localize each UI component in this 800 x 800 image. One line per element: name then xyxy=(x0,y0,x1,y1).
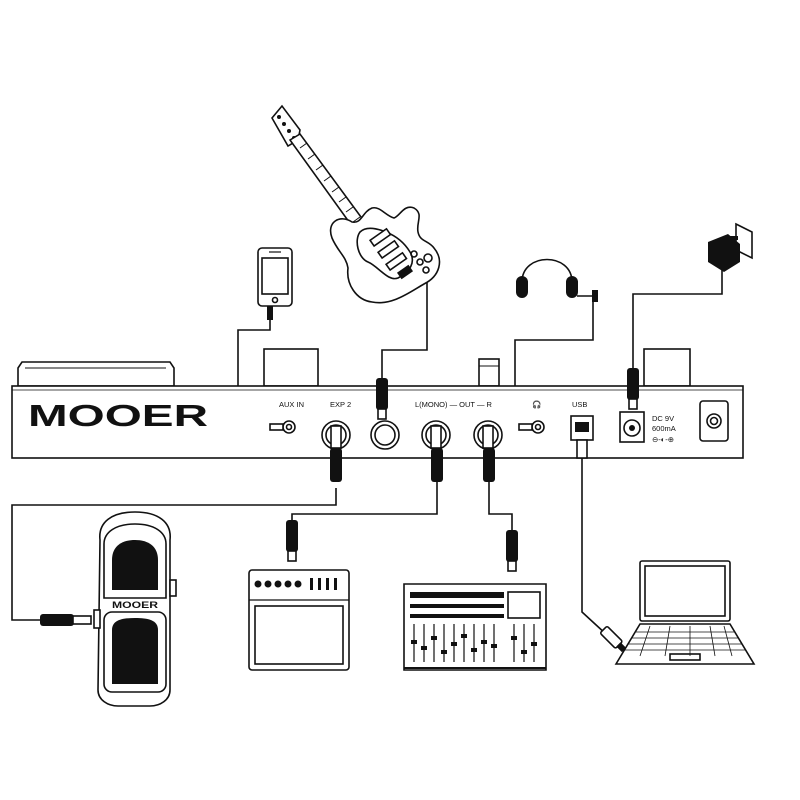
cables xyxy=(11,262,723,636)
smartphone-icon xyxy=(257,247,293,307)
cable-power xyxy=(632,262,723,370)
mixing-console-icon xyxy=(403,583,547,671)
cable-exp2 xyxy=(11,488,337,621)
dc-plug xyxy=(627,368,639,410)
power-switch[interactable] xyxy=(699,400,729,442)
unit-pedal-top xyxy=(17,361,175,387)
pedal-plug xyxy=(40,614,92,626)
dc-jack[interactable] xyxy=(619,411,645,443)
laptop-usb-plug xyxy=(600,626,627,653)
amp-plug xyxy=(286,520,298,562)
power-adapter-icon xyxy=(708,222,753,272)
dc-label-2: 600mA xyxy=(652,424,676,433)
guitar-amplifier-icon xyxy=(248,569,350,671)
usb-port[interactable] xyxy=(570,415,594,459)
unit-block-right xyxy=(643,348,691,387)
cable-out-right xyxy=(488,482,513,530)
input-plug xyxy=(376,378,388,420)
dc-polarity: ⊖-◐-⊕ xyxy=(652,435,674,444)
mixer-plug xyxy=(506,530,518,572)
headphones-icon xyxy=(516,258,578,298)
out-left-plug xyxy=(431,448,443,482)
unit-knob-top xyxy=(478,358,500,387)
aux-in-label: AUX IN xyxy=(279,400,304,409)
out-right-jack[interactable] xyxy=(473,420,503,450)
multi-effects-unit: MOOER AUX IN EXP 2 L(MONO) — OUT — R 🎧 U… xyxy=(11,348,744,459)
out-label: L(MONO) — OUT — R xyxy=(415,400,493,409)
exp2-jack[interactable] xyxy=(321,420,351,450)
cable-usb xyxy=(581,458,608,636)
electric-guitar-icon xyxy=(271,104,441,304)
aux-in-jack[interactable] xyxy=(269,420,296,434)
unit-block-left xyxy=(263,348,319,387)
cable-out-left xyxy=(291,482,438,520)
exp2-plug xyxy=(330,448,342,482)
usb-label: USB xyxy=(572,400,587,409)
expression-pedal-icon: MOOER xyxy=(93,511,177,707)
exp2-label: EXP 2 xyxy=(330,400,351,409)
headphone-jack[interactable] xyxy=(518,420,545,434)
cable-plugs xyxy=(40,290,639,653)
headphone-symbol: 🎧 xyxy=(532,400,541,409)
headphone-plug xyxy=(592,290,598,302)
cable-guitar-input xyxy=(381,265,428,380)
out-right-plug xyxy=(483,448,495,482)
out-left-jack[interactable] xyxy=(421,420,451,450)
brand-logo: MOOER xyxy=(28,398,208,433)
phone-plug xyxy=(267,306,273,320)
pedal-logo: MOOER xyxy=(112,600,159,610)
input-jack[interactable] xyxy=(370,420,400,450)
laptop-icon xyxy=(614,560,756,665)
dc-label-1: DC 9V xyxy=(652,414,674,423)
